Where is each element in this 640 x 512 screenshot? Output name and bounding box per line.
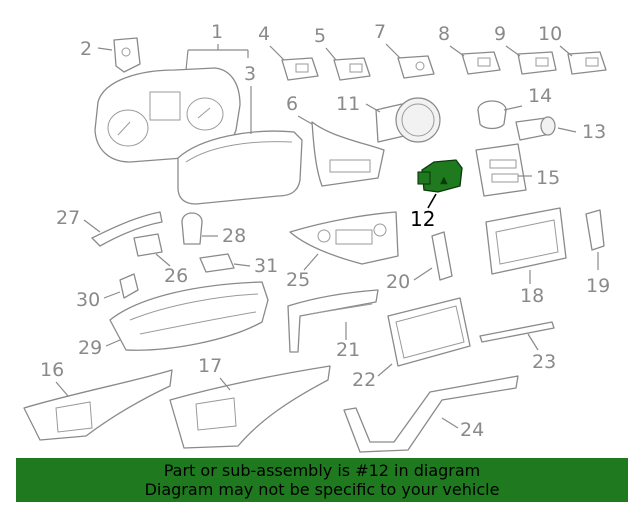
part-28-knob bbox=[181, 212, 203, 245]
part-19-bracket bbox=[585, 209, 605, 251]
part-16-dash-panel bbox=[23, 369, 173, 441]
callout-21: 21 bbox=[336, 339, 360, 361]
callout-16: 16 bbox=[40, 359, 64, 381]
notice-banner: Part or sub-assembly is #12 in diagram D… bbox=[16, 458, 628, 502]
callout-1: 1 bbox=[211, 21, 223, 43]
callout-25: 25 bbox=[286, 269, 310, 291]
notice-line-1: Part or sub-assembly is #12 in diagram bbox=[163, 461, 481, 480]
callout-11: 11 bbox=[336, 93, 360, 115]
leader-24 bbox=[441, 417, 459, 429]
part-14-socket bbox=[477, 100, 507, 130]
hazard-triangle-icon: ▲ bbox=[440, 175, 448, 186]
leader-29 bbox=[105, 339, 121, 347]
callout-13: 13 bbox=[582, 121, 606, 143]
part-26-connector bbox=[133, 233, 163, 257]
callout-7: 7 bbox=[374, 21, 386, 43]
leader-17 bbox=[219, 377, 231, 391]
leader-7 bbox=[385, 43, 401, 59]
callout-15: 15 bbox=[536, 167, 560, 189]
leader-30 bbox=[103, 291, 121, 299]
callout-23: 23 bbox=[532, 351, 556, 373]
callout-12: 12 bbox=[410, 207, 435, 231]
callout-20: 20 bbox=[386, 271, 410, 293]
leader-13 bbox=[557, 127, 577, 133]
leader-14 bbox=[503, 105, 523, 111]
leader-9 bbox=[505, 45, 521, 57]
callout-24: 24 bbox=[460, 419, 484, 441]
part-10-switch bbox=[567, 51, 607, 75]
leader-12 bbox=[427, 193, 437, 209]
part-30-bracket bbox=[119, 273, 139, 299]
part-22-screen bbox=[387, 297, 471, 367]
part-31-clip bbox=[199, 253, 235, 273]
callout-19: 19 bbox=[586, 275, 610, 297]
callout-30: 30 bbox=[76, 289, 100, 311]
leader-31 bbox=[233, 263, 251, 267]
leader-27 bbox=[83, 219, 101, 233]
notice-line-2: Diagram may not be specific to your vehi… bbox=[144, 480, 500, 499]
part-1-instrument-cluster bbox=[94, 67, 241, 163]
part-5-switch bbox=[333, 57, 371, 81]
part-3-cluster-lens bbox=[177, 130, 303, 205]
callout-14: 14 bbox=[528, 85, 552, 107]
leader-5 bbox=[325, 47, 337, 61]
part-15-switch-panel bbox=[475, 143, 527, 197]
callout-31: 31 bbox=[254, 255, 278, 277]
callout-4: 4 bbox=[258, 23, 270, 45]
part-23-trim-strip bbox=[479, 321, 555, 343]
callout-10: 10 bbox=[538, 23, 562, 45]
leader-20 bbox=[413, 267, 433, 281]
leader-22 bbox=[377, 363, 393, 377]
part-8-switch bbox=[461, 51, 501, 75]
part-18-display-unit bbox=[485, 207, 567, 275]
callout-6: 6 bbox=[286, 93, 298, 115]
leader-11 bbox=[365, 103, 381, 113]
leader-23 bbox=[527, 333, 539, 351]
part-7-switch bbox=[397, 55, 435, 79]
callout-29: 29 bbox=[78, 337, 102, 359]
leader-10 bbox=[559, 45, 573, 57]
leader-16 bbox=[55, 381, 69, 397]
callout-9: 9 bbox=[494, 23, 506, 45]
part-29-console-box bbox=[109, 281, 269, 351]
callout-22: 22 bbox=[352, 369, 376, 391]
callout-2: 2 bbox=[80, 38, 92, 60]
callout-8: 8 bbox=[438, 23, 450, 45]
leader-1 bbox=[185, 44, 249, 71]
callout-18: 18 bbox=[520, 285, 544, 307]
part-9-switch bbox=[517, 51, 557, 75]
part-24-trim-panel bbox=[343, 375, 519, 453]
part-2-bracket bbox=[113, 37, 141, 73]
part-21-bracket-frame bbox=[287, 289, 379, 353]
callout-28: 28 bbox=[222, 225, 246, 247]
part-17-dash-panel bbox=[169, 365, 331, 449]
part-4-switch bbox=[281, 57, 319, 81]
leader-6 bbox=[297, 115, 313, 125]
part-25-control-panel bbox=[289, 211, 399, 265]
part-11-start-button bbox=[375, 97, 441, 143]
callout-26: 26 bbox=[164, 265, 188, 287]
part-20-bracket bbox=[431, 231, 453, 281]
callout-3: 3 bbox=[244, 63, 256, 85]
part-13-power-outlet bbox=[515, 116, 556, 141]
callout-17: 17 bbox=[198, 355, 222, 377]
leader-8 bbox=[449, 45, 465, 57]
part-6-trim-panel bbox=[311, 121, 385, 187]
callout-5: 5 bbox=[314, 25, 326, 47]
part-27-cable bbox=[91, 211, 163, 247]
leader-4 bbox=[269, 45, 285, 61]
leader-2 bbox=[97, 47, 113, 51]
callout-27: 27 bbox=[56, 207, 80, 229]
leader-26 bbox=[155, 253, 171, 267]
leader-25 bbox=[303, 253, 319, 271]
part-12-hazard-switch: ▲ bbox=[417, 159, 463, 193]
